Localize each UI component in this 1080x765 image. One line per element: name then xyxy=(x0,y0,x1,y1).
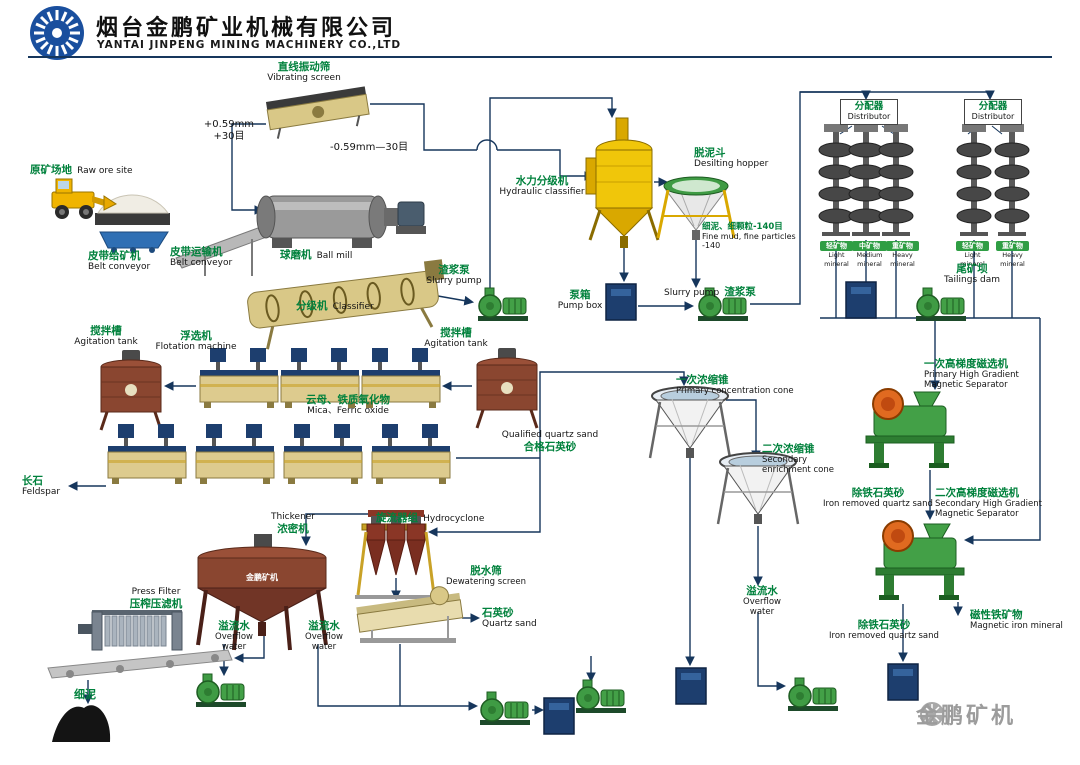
label-flotation-machine: 浮选机 Flotation machine xyxy=(155,330,237,353)
label-screen-oversize: +0.59mm +30目 xyxy=(203,119,255,142)
press-filter-icon xyxy=(47,610,233,679)
label-feldspar: 长石 Feldspar xyxy=(22,475,61,498)
label-raw-ore-site: 原矿场地 Raw ore site xyxy=(30,164,133,176)
label-iron-removed-1: 除铁石英砂 Iron removed quartz sand xyxy=(823,487,933,510)
label-overflow-water-1: 溢流水 Overflow water xyxy=(215,620,253,653)
desilting-hopper-icon xyxy=(656,176,736,240)
watermark-logo-icon xyxy=(920,702,944,726)
dewatering-screen-icon xyxy=(356,586,464,643)
magnetic-separator-2-icon xyxy=(875,520,965,601)
light-mineral-badge-1: 轻矿物 Light mineral xyxy=(820,241,853,269)
label-qualified-quartz-sand: Qualified quartz sand 合格石英砂 xyxy=(501,430,599,453)
label-screen-undersize: -0.59mm—30目 xyxy=(330,142,409,153)
light-mineral-badge-2: 轻矿物 Light mineral xyxy=(956,241,989,269)
thickener-brand-text: 金鹏矿机 xyxy=(246,573,278,582)
wheel-loader-icon xyxy=(51,178,170,225)
label-pump-box: 泵箱 Pump box xyxy=(557,289,603,312)
label-agitation-tank-right: 搅拌槽 Agitation tank xyxy=(424,327,488,350)
medium-mineral-badge: 中矿物 Medium mineral xyxy=(852,241,887,269)
label-magnetic-iron: 磁性铁矿物 Magnetic iron mineral xyxy=(970,609,1063,632)
company-name-en: YANTAI JINPENG MINING MACHINERY CO.,LTD xyxy=(97,39,402,51)
belt-feeder-icon xyxy=(99,231,169,253)
label-thickener: Thickener 浓密机 xyxy=(270,512,316,535)
ball-mill-icon xyxy=(256,195,426,248)
label-hydraulic-classifier: 水力分级机 Hydraulic classifier xyxy=(499,175,585,198)
label-slurry-pump-1: 渣浆泵 Slurry pump xyxy=(426,264,482,287)
hydraulic-classifier-icon xyxy=(585,117,660,248)
label-distributor-1: 分配器 Distributor xyxy=(840,99,898,125)
label-overflow-water-3: 溢流水 Overflow water xyxy=(743,585,781,618)
flotation-row-2 xyxy=(107,423,451,485)
label-slurry-pump-2: Slurry pump 渣浆泵 xyxy=(664,286,756,298)
spiral-chute-group-2 xyxy=(956,123,1030,237)
heavy-mineral-badge-2: 重矿物 Heavy mineral xyxy=(996,241,1029,269)
heavy-mineral-badge-1: 重矿物 Heavy mineral xyxy=(886,241,919,269)
watermark-text: 金鹏矿机 xyxy=(916,704,1017,729)
label-belt-conveyor: 皮带运输机 Belt conveyor xyxy=(170,246,233,269)
vibrating-screen-icon xyxy=(265,86,370,139)
label-quartz-sand: 石英砂 Quartz sand xyxy=(482,607,537,630)
label-vibrating-screen: 直线振动筛 Vibrating screen xyxy=(267,61,341,84)
magnetic-separator-1-icon xyxy=(865,388,955,469)
spiral-chute-group-1 xyxy=(818,123,914,237)
spiral-classifier-icon xyxy=(247,259,445,350)
label-cone-2: 二次浓缩锥 Secondary enrichment cone xyxy=(762,443,834,476)
label-belt-feeder: 皮带给矿机 Belt conveyor xyxy=(88,250,151,273)
label-dewatering-screen: 脱水筛 Dewatering screen xyxy=(445,565,527,588)
label-hydrocyclone: 旋流器组 Hydrocyclone xyxy=(376,512,485,524)
label-desilting-hopper: 脱泥斗 Desilting hopper xyxy=(694,147,769,170)
fine-mud-pile-icon xyxy=(52,705,111,742)
label-magsep-2: 二次高梯度磁选机 Secondary High Gradient Magneti… xyxy=(935,487,1042,520)
primary-concentration-cone-icon xyxy=(648,385,732,460)
label-overflow-water-2: 溢流水 Overflow water xyxy=(305,620,343,653)
label-fine-particles: 细泥、细颗粒-140目 Fine mud, fine particles -14… xyxy=(702,222,796,251)
label-press-filter: Press Filter 压榨压滤机 xyxy=(129,587,183,610)
agitation-tank-left-icon xyxy=(99,348,163,432)
label-classifier: 分级机 Classifier xyxy=(296,300,374,312)
label-mica-ferric-oxide: 云母、铁质氧化物 Mica、Ferric oxide xyxy=(306,394,390,417)
label-iron-removed-2: 除铁石英砂 Iron removed quartz sand xyxy=(829,619,939,642)
thickener-icon xyxy=(196,534,328,651)
header-divider xyxy=(28,56,1052,58)
label-cone-1: 一次浓缩锥 Primary concentration cone xyxy=(676,374,794,397)
label-magsep-1: 一次高梯度磁选机 Primary High Gradient Magnetic … xyxy=(924,358,1019,391)
hydrocyclone-icon xyxy=(355,510,437,599)
label-fine-mud: 细泥 xyxy=(74,688,96,701)
label-distributor-2: 分配器 Distributor xyxy=(964,99,1022,125)
company-logo-icon xyxy=(30,6,84,60)
agitation-tank-right-icon xyxy=(475,346,539,430)
label-ball-mill: 球磨机 Ball mill xyxy=(280,249,353,261)
company-name-cn: 烟台金鹏矿业机械有限公司 xyxy=(96,16,397,41)
watermark: 金鹏矿机 xyxy=(916,698,1016,730)
label-tailings-dam: 尾矿坝 Tailings dam xyxy=(944,263,1000,286)
label-agitation-tank-left: 搅拌槽 Agitation tank xyxy=(74,325,138,348)
